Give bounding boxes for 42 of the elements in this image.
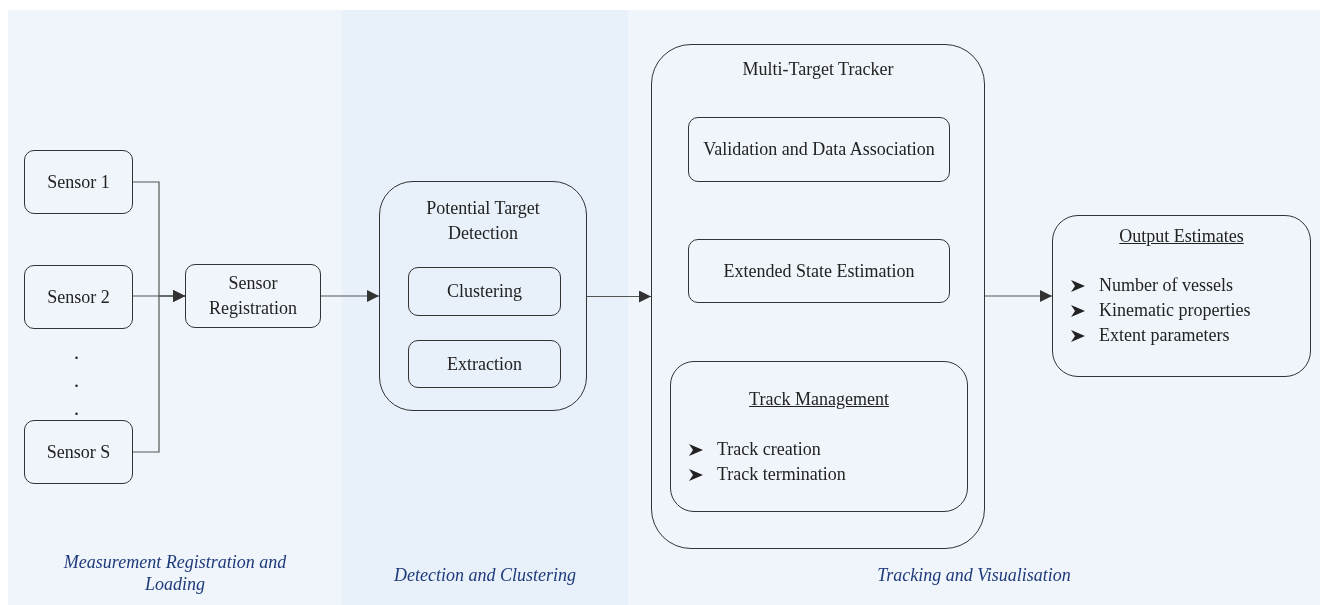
- arrow: [132, 290, 186, 453]
- bullet-text: Number of vessels: [1099, 274, 1233, 297]
- region-label: Measurement Registration and Loading: [62, 551, 288, 595]
- bullet-text: Track termination: [717, 463, 846, 486]
- region-band: [628, 10, 1320, 605]
- box-label: Sensor Registration: [208, 272, 298, 320]
- box-title: Multi-Target Tracker: [741, 58, 895, 81]
- bullet-text: Kinematic properties: [1099, 299, 1251, 322]
- container-box: [651, 44, 985, 549]
- list-box: [670, 361, 968, 512]
- bullet-text: Extent parameters: [1099, 324, 1230, 347]
- process-box: [24, 420, 133, 484]
- region-label: Tracking and Visualisation: [876, 564, 1072, 586]
- arrow: [984, 290, 1053, 302]
- ellipsis-dot: .: [74, 370, 79, 390]
- process-box: [688, 117, 950, 182]
- box-label: Sensor 2: [46, 285, 111, 309]
- ellipsis-dot: .: [74, 342, 79, 362]
- box-label: Sensor 1: [46, 170, 111, 194]
- box-label: Validation and Data Association: [702, 138, 936, 161]
- box-title: Track Management: [748, 388, 890, 411]
- bullet-text: Track creation: [717, 438, 821, 461]
- region-band: [342, 10, 628, 605]
- ellipsis-dot: .: [74, 398, 79, 418]
- process-box: [24, 265, 133, 329]
- arrow: [586, 290, 652, 303]
- region-band: [8, 10, 342, 605]
- box-label: Clustering: [446, 280, 523, 303]
- box-label: Extraction: [446, 352, 523, 376]
- box-label: Extended State Estimation: [722, 259, 916, 283]
- process-box: [24, 150, 133, 214]
- arrow: [320, 290, 380, 302]
- box-title: Output Estimates: [1118, 225, 1245, 248]
- box-title: Potential Target Detection: [425, 197, 541, 245]
- region-label: Detection and Clustering: [393, 564, 577, 586]
- process-box: [408, 267, 561, 316]
- list-box: [1052, 215, 1311, 377]
- process-box: [185, 264, 321, 328]
- container-box: [379, 181, 587, 411]
- process-box: [688, 239, 950, 303]
- process-box: [408, 340, 561, 388]
- box-label: Sensor S: [45, 440, 112, 464]
